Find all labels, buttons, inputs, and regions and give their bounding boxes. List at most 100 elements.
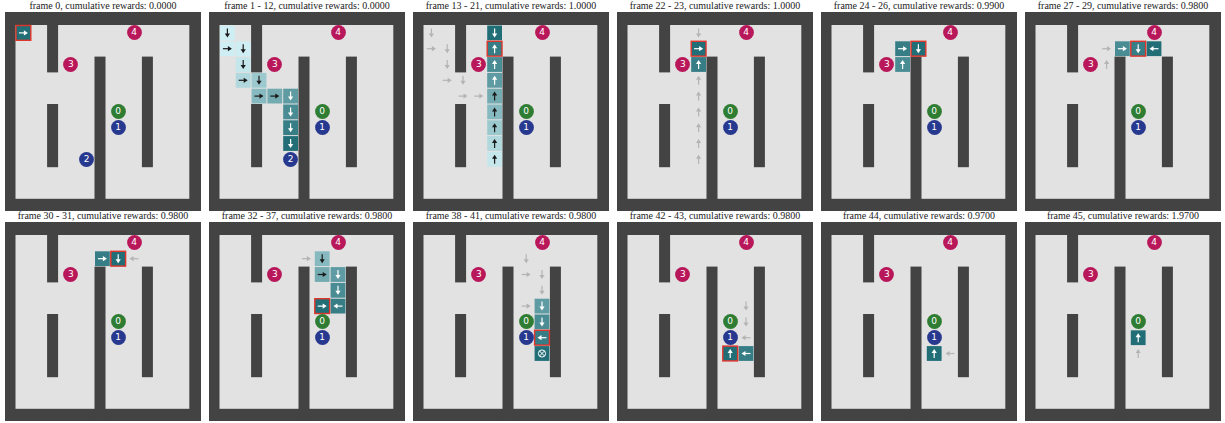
- maze-panel: frame 27 - 29, cumulative rewards: 0.980…: [1025, 12, 1221, 211]
- outer-wall: [617, 12, 813, 211]
- object-number: 0: [927, 104, 942, 119]
- circle-fill: [723, 314, 738, 329]
- arrow-head: [492, 44, 497, 48]
- circle-fill: [739, 25, 754, 40]
- action-glyph: [696, 155, 701, 164]
- circle-fill: [1083, 57, 1098, 72]
- maze-panel: frame 30 - 31, cumulative rewards: 0.980…: [5, 222, 201, 421]
- circle-fill: [1147, 235, 1162, 250]
- step-fill: [487, 89, 502, 104]
- inner-wall: [455, 12, 466, 72]
- object-circle: 1: [723, 120, 738, 135]
- action-glyph: [538, 350, 545, 357]
- step-cell: [236, 73, 251, 88]
- object-number: 1: [315, 330, 330, 345]
- circle-fill: [331, 235, 346, 250]
- circle-fill: [127, 235, 142, 250]
- object-circle: 0: [723, 314, 738, 329]
- arrow-head: [916, 49, 921, 53]
- past-step-arrow: [539, 286, 544, 295]
- past-step-arrow: [460, 76, 465, 85]
- arrow-head: [1150, 46, 1154, 51]
- arrow-head: [539, 291, 544, 295]
- noop-cross: [540, 351, 545, 356]
- object-circle: 1: [111, 120, 126, 135]
- action-glyph: [288, 107, 293, 116]
- action-glyph: [256, 76, 261, 85]
- agent-marker: [691, 41, 706, 56]
- arrow-head: [244, 78, 248, 83]
- agent-marker: [535, 330, 550, 345]
- frame-title: frame 24 - 26, cumulative rewards: 0.990…: [815, 0, 1023, 11]
- step-cell: [1115, 41, 1130, 56]
- step-fill: [95, 251, 110, 266]
- object-number: 3: [1083, 57, 1098, 72]
- inner-wall: [503, 267, 514, 421]
- object-number: 3: [471, 57, 486, 72]
- inner-wall: [299, 57, 310, 211]
- circle-fill: [331, 25, 346, 40]
- past-step-arrow: [696, 76, 701, 85]
- inner-wall: [911, 57, 922, 211]
- arrow-head: [307, 256, 311, 261]
- inner-wall: [863, 222, 874, 282]
- maze-panel: frame 22 - 23, cumulative rewards: 1.000…: [617, 12, 813, 211]
- step-fill: [487, 26, 502, 41]
- arrow-head: [320, 259, 325, 263]
- past-step-arrow: [946, 351, 955, 356]
- circle-fill: [267, 57, 282, 72]
- object-circle: 4: [127, 25, 142, 40]
- circle-fill: [519, 314, 534, 329]
- step-fill: [927, 346, 942, 361]
- step-cell: [895, 41, 910, 56]
- past-step-arrow: [696, 92, 701, 101]
- step-cell: [487, 105, 502, 120]
- action-glyph: [696, 107, 701, 116]
- object-number: 3: [675, 57, 690, 72]
- object-number: 4: [1147, 25, 1162, 40]
- object-number: 4: [331, 25, 346, 40]
- arrow-head: [728, 349, 733, 353]
- circle-fill: [1131, 120, 1146, 135]
- object-circle: 4: [943, 25, 958, 40]
- arrow-head: [1123, 46, 1127, 51]
- action-glyph: [916, 44, 921, 53]
- circle-fill: [879, 57, 894, 72]
- action-glyph: [743, 302, 748, 311]
- object-number: 0: [1131, 104, 1146, 119]
- frame-title: frame 27 - 29, cumulative rewards: 0.980…: [1019, 0, 1225, 11]
- step-cell: [487, 73, 502, 88]
- action-glyph: [429, 28, 434, 37]
- step-cell: [535, 299, 550, 314]
- circle-fill: [943, 25, 958, 40]
- inner-wall: [47, 314, 58, 377]
- object-circle: 0: [723, 104, 738, 119]
- circle-fill: [471, 57, 486, 72]
- frame-title: frame 44, cumulative rewards: 0.9700: [815, 210, 1023, 221]
- action-glyph: [474, 94, 483, 99]
- object-number: 2: [283, 152, 298, 167]
- inner-wall: [863, 12, 874, 72]
- arrow-head: [1136, 333, 1141, 337]
- object-number: 3: [471, 267, 486, 282]
- step-fill: [1115, 41, 1130, 56]
- inner-wall: [707, 267, 718, 421]
- arrow-head: [539, 307, 544, 311]
- step-fill: [1131, 41, 1146, 56]
- arrow-head: [335, 275, 340, 279]
- object-number: 0: [315, 104, 330, 119]
- step-fill: [487, 73, 502, 88]
- step-cell: [535, 346, 550, 361]
- arrow-head: [696, 60, 701, 64]
- past-step-arrow: [1102, 46, 1111, 51]
- action-glyph: [130, 256, 139, 261]
- step-fill: [252, 89, 267, 104]
- arrow-head: [288, 97, 293, 101]
- object-number: 1: [111, 330, 126, 345]
- object-circle: 1: [519, 120, 534, 135]
- arrow-head: [460, 81, 465, 85]
- inner-wall: [251, 12, 262, 72]
- step-fill: [236, 57, 251, 72]
- object-circle: 0: [927, 314, 942, 329]
- object-number: 1: [519, 120, 534, 135]
